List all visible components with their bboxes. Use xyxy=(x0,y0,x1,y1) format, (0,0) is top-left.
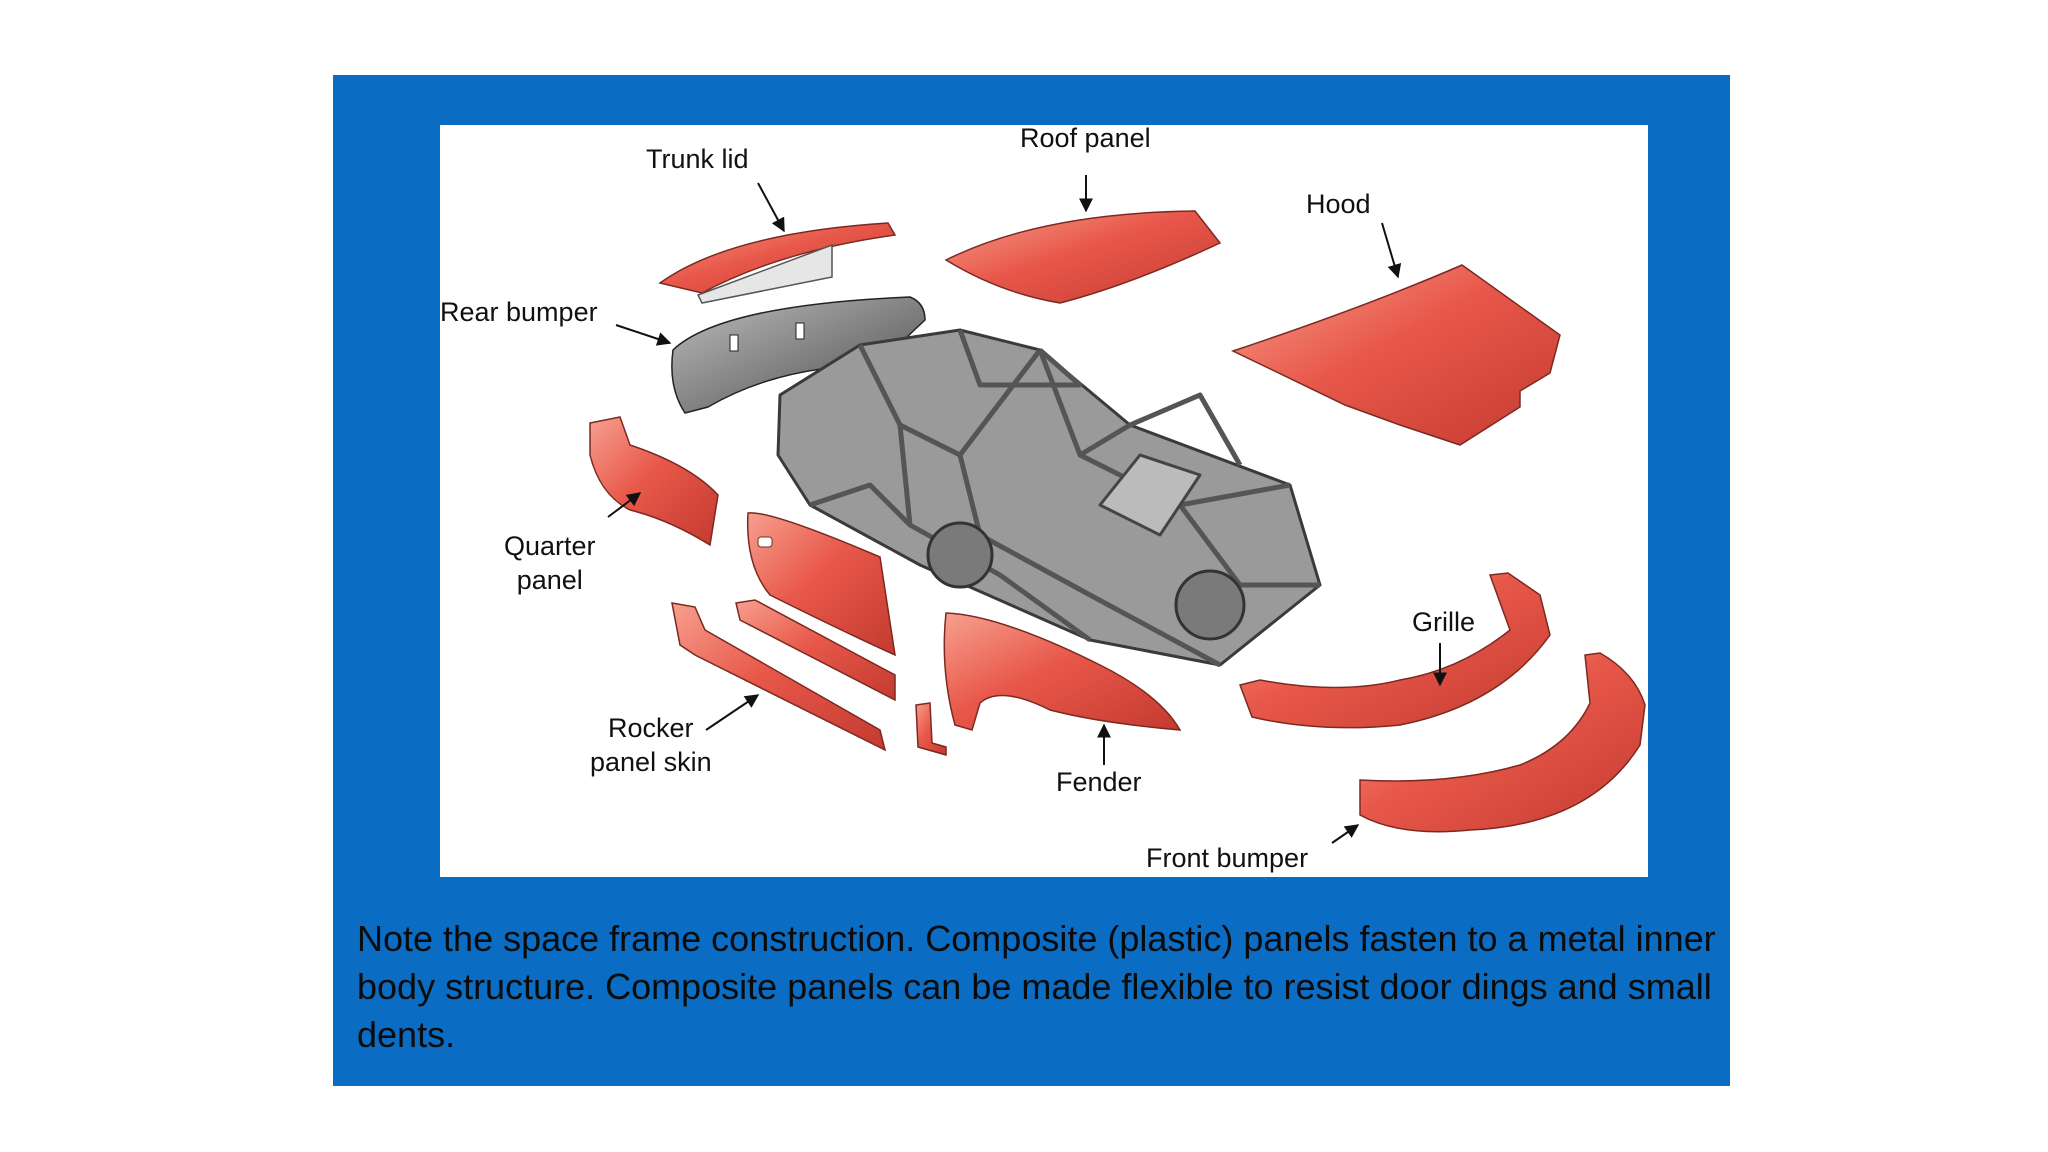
fender-part xyxy=(943,612,1182,731)
slide-caption: Note the space frame construction. Compo… xyxy=(357,918,1716,1055)
label-fender: Fender xyxy=(1056,767,1142,797)
trunk-lid-panel xyxy=(658,222,897,304)
label-rear-bumper: Rear bumper xyxy=(440,297,598,327)
label-hood: Hood xyxy=(1306,189,1371,219)
space-frame-body xyxy=(776,328,1322,668)
rocker-panel-skin-part xyxy=(671,599,947,756)
grille-part xyxy=(1239,572,1551,729)
label-rocker-panel-line1: Rocker xyxy=(608,713,694,743)
label-grille: Grille xyxy=(1412,607,1476,637)
label-rocker-panel-line2: panel skin xyxy=(590,747,712,777)
quarter-panel-part xyxy=(589,416,719,547)
label-rocker-panel-skin: Rocker panel skin xyxy=(590,711,712,779)
diagram-figure: Trunk lid Roof panel Hood Rear bumper Qu… xyxy=(440,125,1648,877)
label-quarter-panel: Quarter panel xyxy=(504,529,596,597)
door-skin-part xyxy=(746,512,896,657)
label-quarter-panel-line1: Quarter xyxy=(504,531,596,561)
label-front-bumper: Front bumper xyxy=(1146,843,1309,873)
label-trunk-lid: Trunk lid xyxy=(646,144,749,174)
label-quarter-panel-line2: panel xyxy=(516,565,583,595)
label-roof-panel: Roof panel xyxy=(1020,125,1151,153)
leader-lines xyxy=(607,175,1447,844)
front-bumper-part xyxy=(1359,652,1646,833)
exploded-body-diagram xyxy=(589,175,1646,844)
hood-part xyxy=(1231,264,1561,446)
door-handle-icon xyxy=(757,536,773,548)
roof-panel-part xyxy=(944,210,1222,304)
slide-background: Trunk lid Roof panel Hood Rear bumper Qu… xyxy=(333,75,1730,1086)
